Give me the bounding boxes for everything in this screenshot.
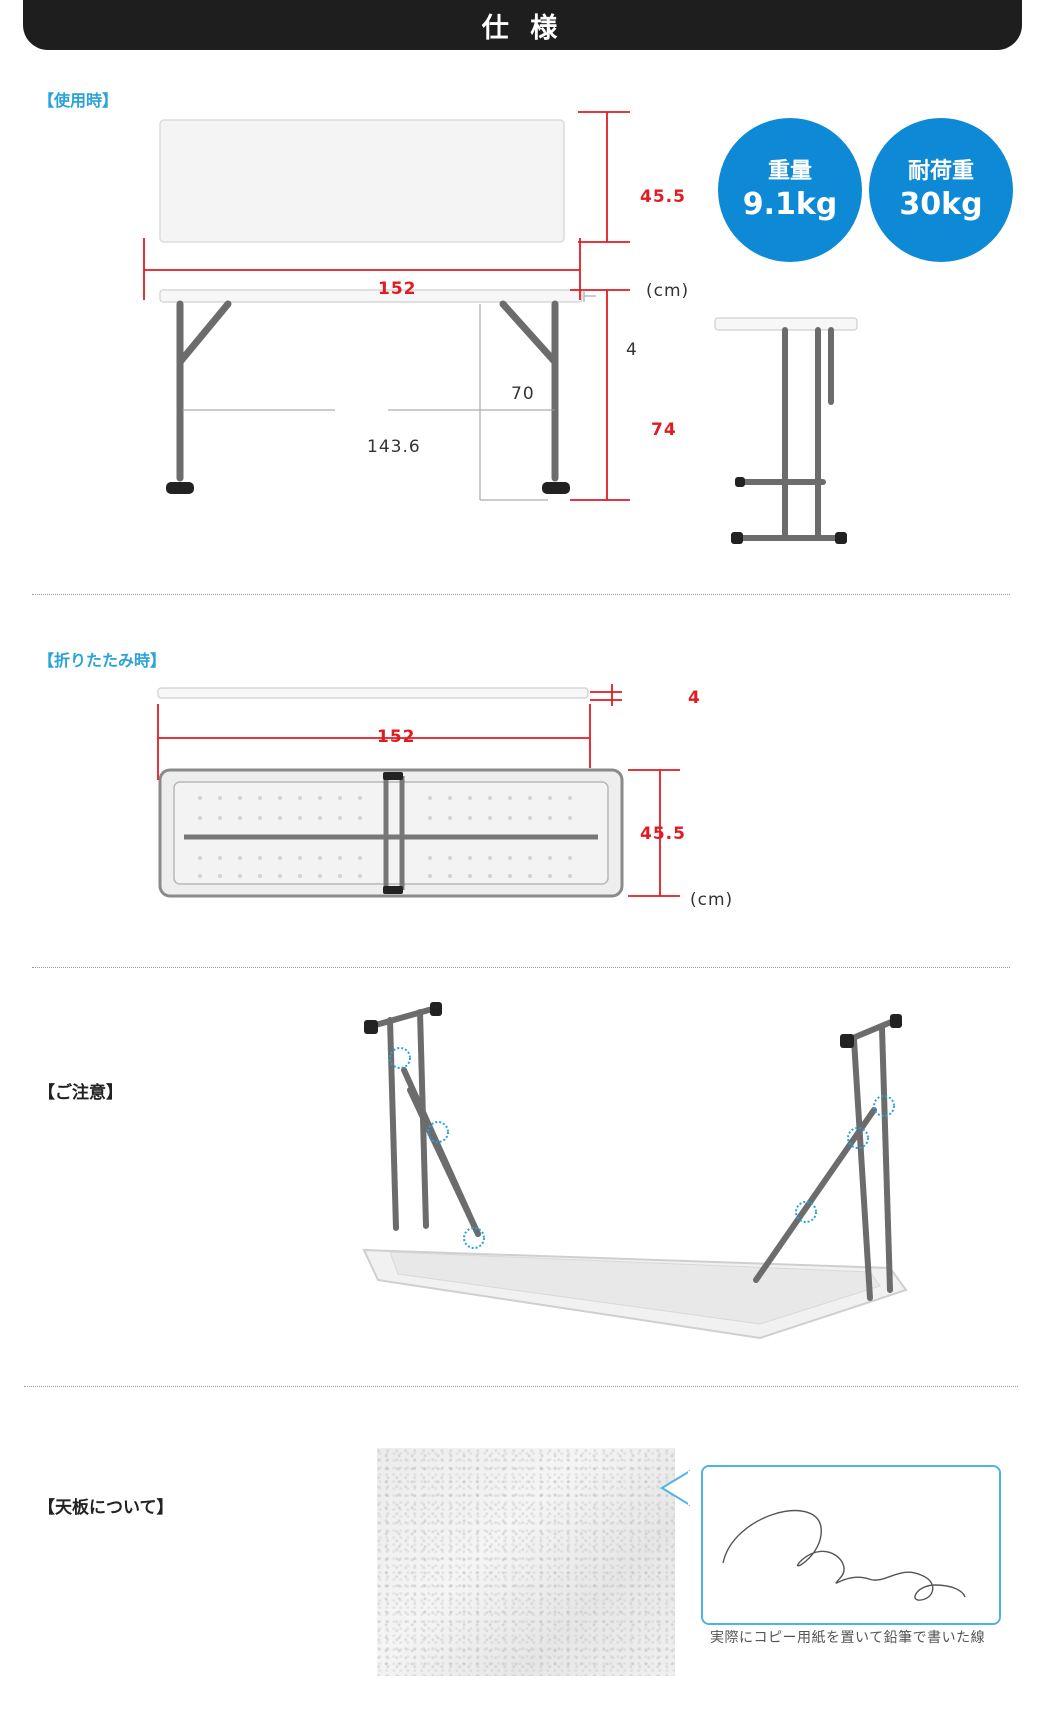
tabletop-caption: 実際にコピー用紙を置いて鉛筆で書いた線 bbox=[710, 1630, 986, 1646]
dim-width-label: 152 bbox=[378, 279, 417, 299]
dim-height-label: 74 bbox=[651, 420, 677, 440]
feet bbox=[166, 482, 570, 494]
section-label-in-use: 【使用時】 bbox=[38, 91, 119, 110]
section-divider bbox=[24, 1386, 1018, 1387]
weight-badge-value: 9.1kg bbox=[742, 187, 838, 222]
unit-label-folded: (cm) bbox=[690, 890, 734, 910]
table-upside-down-diagram bbox=[362, 1002, 908, 1340]
tabletop-edge bbox=[159, 289, 583, 303]
dim-inner-width-label: 143.6 bbox=[367, 437, 421, 457]
weight-badge-title: 重量 bbox=[767, 159, 812, 184]
weight-badge: 重量 9.1kg bbox=[718, 118, 862, 262]
load-capacity-badge: 耐荷重 30kg bbox=[869, 118, 1013, 262]
table-in-use-diagram bbox=[143, 111, 630, 501]
load-capacity-badge-title: 耐荷重 bbox=[907, 159, 974, 184]
tabletop-face bbox=[159, 119, 565, 243]
section-label-tabletop: 【天板について】 bbox=[38, 1498, 174, 1518]
dim-top-thickness-label: 4 bbox=[626, 340, 638, 360]
load-capacity-badge-value: 30kg bbox=[899, 187, 983, 222]
section-label-caution: 【ご注意】 bbox=[38, 1083, 123, 1103]
pencil-scribble bbox=[722, 1509, 966, 1601]
callout-pointer bbox=[660, 1469, 690, 1507]
page-title: 仕 様 bbox=[23, 0, 1022, 50]
folded-width-label: 152 bbox=[377, 727, 416, 747]
pencil-line-sample bbox=[701, 1465, 1001, 1625]
tabletop-surface-photo bbox=[377, 1448, 675, 1676]
folded-depth-label: 45.5 bbox=[640, 824, 686, 844]
legs bbox=[176, 300, 559, 482]
unit-label-in-use: (cm) bbox=[646, 281, 690, 301]
section-label-folded: 【折りたたみ時】 bbox=[38, 651, 167, 670]
table-folded-diagram bbox=[157, 684, 680, 898]
section-divider bbox=[32, 594, 1010, 595]
dim-leg-clearance-label: 70 bbox=[511, 384, 535, 404]
folded-thickness-label: 4 bbox=[688, 688, 701, 708]
section-divider bbox=[32, 967, 1010, 968]
dim-depth-label: 45.5 bbox=[640, 187, 686, 207]
table-side-view bbox=[714, 317, 858, 544]
